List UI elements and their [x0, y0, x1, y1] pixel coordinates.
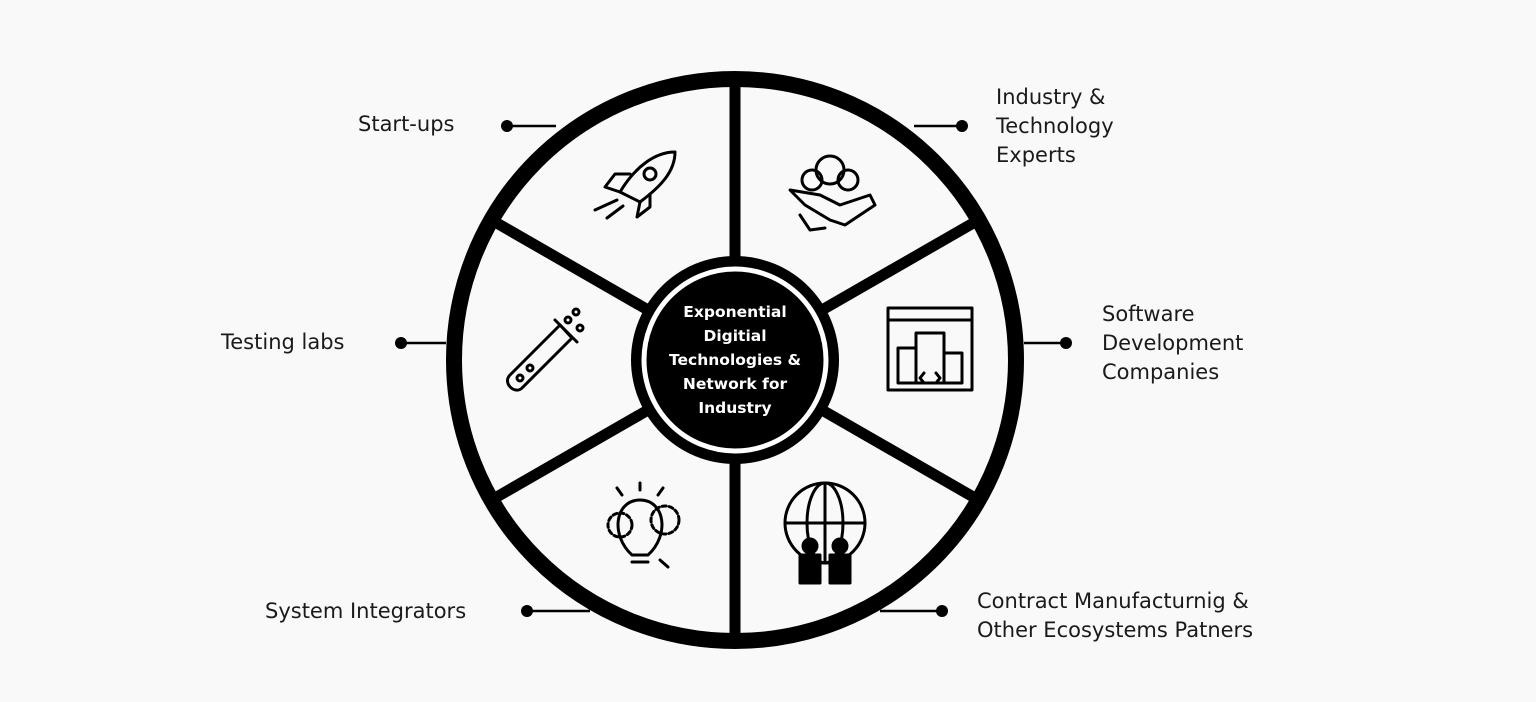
connectors: [401, 124, 1066, 613]
center-title-line: Network for: [682, 375, 788, 393]
center-title-line: Technologies &: [669, 351, 801, 369]
label-contract-manufacturing: Contract Manufacturnig & Other Ecosystem…: [977, 589, 1254, 642]
rocket-icon: [593, 150, 677, 220]
label-industry-experts: Industry & Technology Experts: [996, 85, 1114, 167]
label-software-companies: Software Development Companies: [1102, 302, 1244, 384]
globe-people-icon: [783, 481, 867, 585]
test-tube-icon: [506, 307, 585, 392]
label-system-integrators: System Integrators: [265, 599, 467, 623]
label-testing-labs: Testing labs: [221, 330, 345, 354]
handshake-gears-icon: [788, 154, 877, 232]
label-start-ups: Start-ups: [358, 112, 455, 136]
dividers: [485, 75, 985, 645]
lightbulb-gears-icon: [606, 481, 681, 569]
center-title-line: Exponential: [683, 303, 787, 321]
center-title: Exponential Digitial Technologies & Netw…: [655, 300, 815, 420]
center-hub: [631, 256, 839, 464]
center-title-line: Digitial: [703, 327, 767, 345]
center-title-line: Industry: [698, 399, 772, 417]
software-building-icon: [886, 306, 974, 392]
